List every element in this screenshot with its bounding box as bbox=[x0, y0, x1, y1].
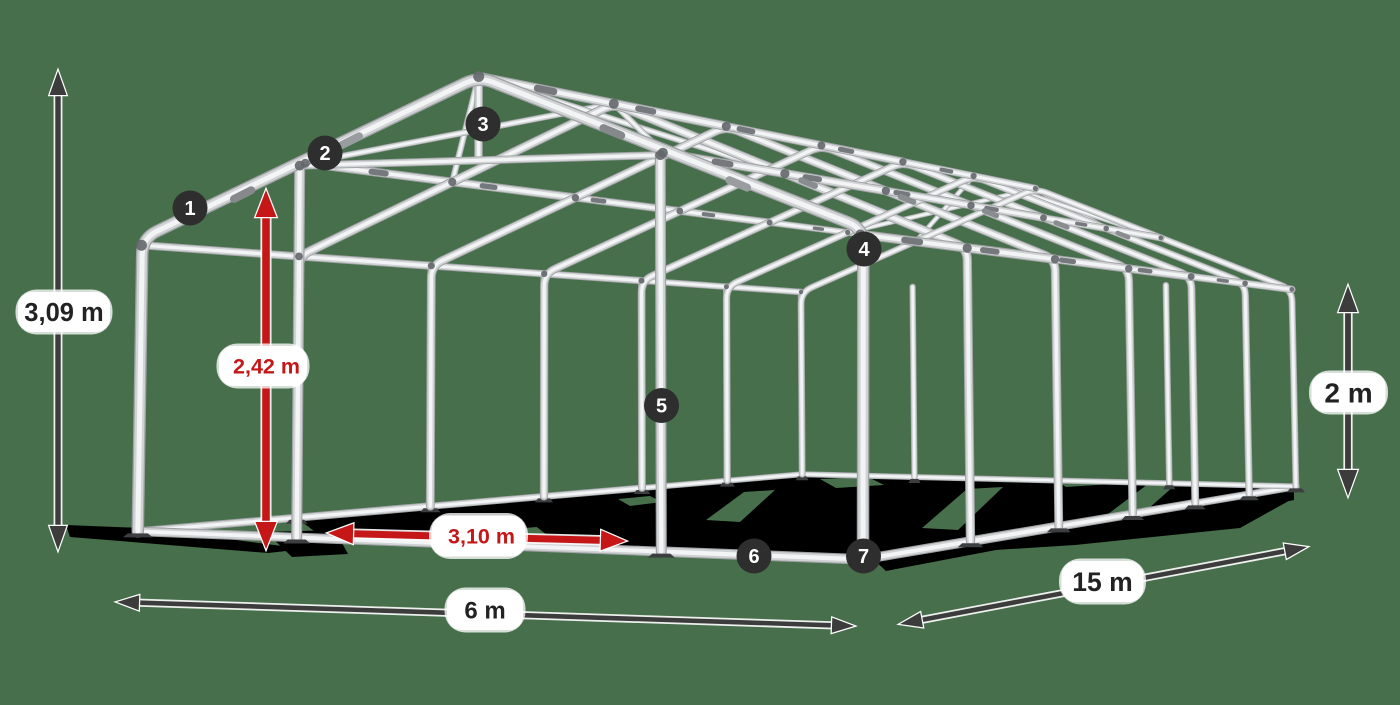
svg-text:2,42 m: 2,42 m bbox=[233, 355, 300, 379]
svg-text:3,10 m: 3,10 m bbox=[448, 525, 515, 549]
svg-text:6: 6 bbox=[748, 546, 759, 568]
svg-text:3: 3 bbox=[477, 114, 488, 136]
svg-text:15 m: 15 m bbox=[1072, 567, 1132, 597]
svg-text:7: 7 bbox=[858, 546, 869, 568]
svg-text:5: 5 bbox=[656, 396, 667, 418]
svg-text:1: 1 bbox=[184, 198, 195, 220]
svg-text:6 m: 6 m bbox=[464, 597, 505, 624]
svg-text:3,09 m: 3,09 m bbox=[24, 299, 103, 327]
svg-text:2 m: 2 m bbox=[1324, 377, 1372, 408]
svg-text:4: 4 bbox=[858, 239, 870, 261]
svg-text:2: 2 bbox=[319, 143, 330, 165]
